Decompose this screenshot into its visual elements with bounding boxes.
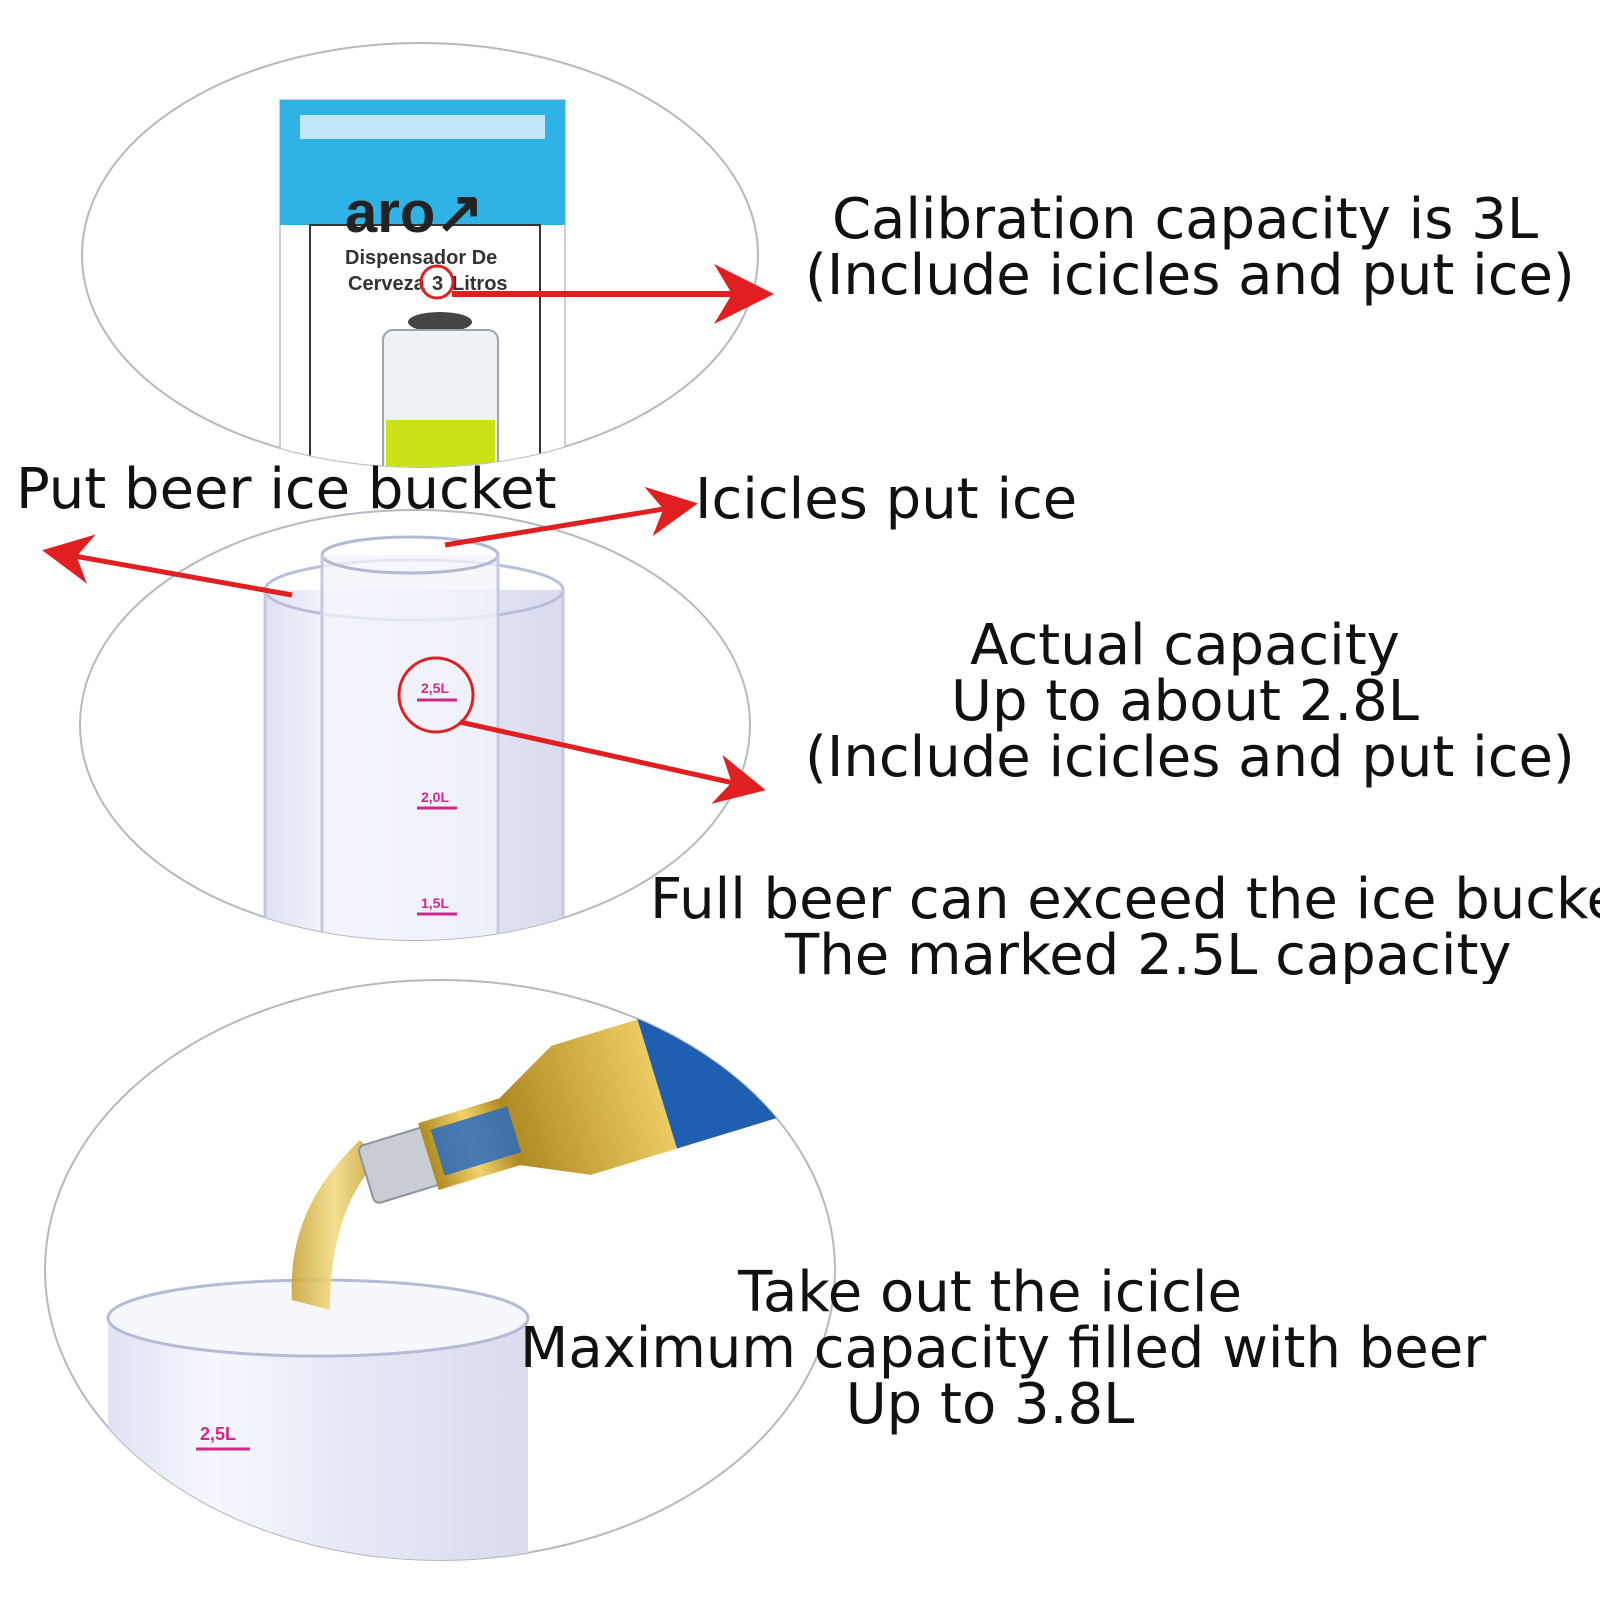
exceed-capacity-text: Full beer can exceed the ice bucket The … [650, 872, 1600, 984]
maximum-line-1: Take out the icicle [738, 1260, 1242, 1325]
put-bucket-label: Put beer ice bucket [16, 457, 557, 522]
bottom-panel: 2,5L [44, 979, 836, 1561]
box-line-1: Dispensador De [345, 247, 497, 269]
red-arrow-icon [42, 534, 293, 598]
calibration-line-2: (Include icicles and put ice) [805, 243, 1575, 308]
icicles-label: Icicles put ice [695, 467, 1078, 532]
capacity-marks: 2,5L 2,0L 1,5L [417, 680, 457, 916]
maximum-line-3: Up to 3.8L [845, 1372, 1135, 1437]
maximum-line-2: Maximum capacity filled with beer [520, 1316, 1487, 1381]
mark-label-2-0: 2,0L [421, 789, 449, 805]
maximum-capacity-text: Take out the icicle Maximum capacity fil… [520, 1260, 1487, 1437]
bottom-mark-label-2-5: 2,5L [200, 1424, 236, 1444]
mark-label-2-5: 2,5L [421, 680, 449, 696]
red-arrow-icon [444, 486, 698, 548]
icicle-tube-icon [320, 535, 500, 940]
actual-capacity-text: Actual capacity Up to about 2.8L (Includ… [805, 613, 1575, 790]
box-line-2-prefix: Cerveza [348, 273, 426, 295]
calibration-line-1: Calibration capacity is 3L [831, 187, 1539, 252]
red-arrow-icon [459, 719, 766, 804]
top-panel: aro↗ Dispensador De Cerveza 3 Litros [81, 42, 774, 468]
box-line-2-suffix: Litros [452, 273, 508, 295]
box-line-2-number: 3 [432, 273, 443, 295]
beer-stream-icon [291, 1140, 378, 1310]
exceed-line-2: The marked 2.5L capacity [785, 923, 1512, 984]
red-circle-highlight-icon [419, 264, 455, 300]
actual-line-2: Up to about 2.8L [951, 669, 1419, 734]
actual-line-1: Actual capacity [970, 613, 1400, 678]
calibration-capacity-text: Calibration capacity is 3L (Include icic… [805, 187, 1575, 308]
exceed-line-1: Full beer can exceed the ice bucket [650, 872, 1600, 932]
box-logo: aro↗ [345, 180, 484, 245]
ice-bucket-cylinder-icon: 2,5L [106, 1278, 530, 1560]
red-circle-highlight-icon [397, 656, 475, 734]
mark-label-1-5: 1,5L [421, 895, 449, 911]
actual-line-3: (Include icicles and put ice) [805, 725, 1575, 790]
middle-panel: 2,5L 2,0L 1,5L [42, 486, 766, 941]
